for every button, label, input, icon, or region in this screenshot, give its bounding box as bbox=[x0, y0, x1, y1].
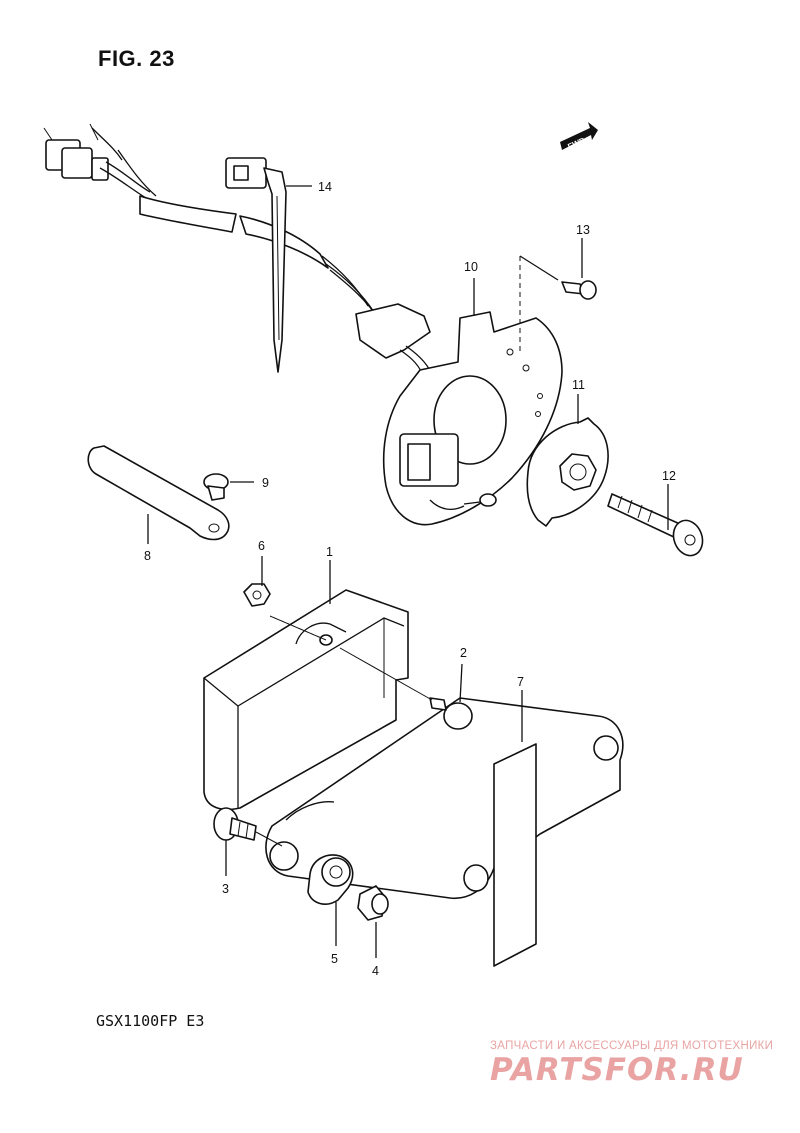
callout-4: 4 bbox=[372, 964, 379, 978]
leader-lines bbox=[147, 185, 669, 958]
signal-rotor-part bbox=[526, 417, 609, 527]
callout-14: 14 bbox=[318, 180, 332, 194]
callout-7: 7 bbox=[517, 675, 524, 689]
callout-2: 2 bbox=[460, 646, 467, 660]
spacer-collar-part bbox=[357, 885, 389, 921]
callout-8: 8 bbox=[144, 549, 151, 563]
wire-clamp-part bbox=[225, 157, 287, 373]
callout-13: 13 bbox=[576, 223, 590, 237]
bracket-bolt-part bbox=[213, 807, 257, 841]
rotor-bolt-part bbox=[607, 493, 704, 557]
callout-1: 1 bbox=[326, 545, 333, 559]
callout-12: 12 bbox=[662, 469, 676, 483]
callout-6: 6 bbox=[258, 539, 265, 553]
callout-10: 10 bbox=[464, 260, 478, 274]
cushion-strip-part bbox=[493, 743, 537, 967]
lead-strap-part bbox=[87, 445, 230, 541]
pickup-coil-plate bbox=[382, 311, 563, 526]
nut-part bbox=[243, 583, 271, 607]
watermark-logo: PARTSFOR.RU bbox=[490, 1052, 744, 1088]
grommet-part bbox=[307, 854, 354, 905]
watermark-tagline: ЗАПЧАСТИ И АКСЕССУАРЫ ДЛЯ МОТОТЕХНИКИ bbox=[490, 1040, 774, 1052]
model-code: GSX1100FP E3 bbox=[96, 1012, 205, 1030]
figure-title: FIG. 23 bbox=[98, 46, 175, 71]
strap-screw-part bbox=[203, 473, 229, 501]
callout-3: 3 bbox=[222, 882, 229, 896]
callout-labels: 1 2 3 4 5 6 7 8 9 10 11 12 13 14 bbox=[144, 180, 676, 978]
callout-9: 9 bbox=[262, 476, 269, 490]
fwd-arrow-icon: FWD bbox=[560, 122, 598, 151]
callout-11: 11 bbox=[572, 378, 585, 392]
plate-screw-part bbox=[561, 280, 597, 300]
callout-5: 5 bbox=[331, 952, 338, 966]
